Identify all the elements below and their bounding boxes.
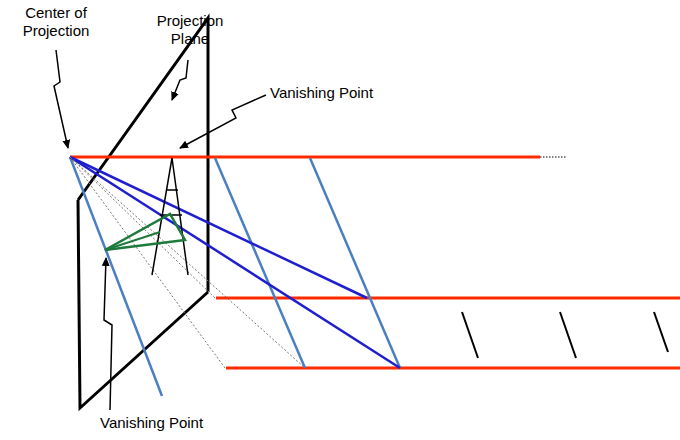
rail-tie [462, 312, 478, 358]
slanted-line [310, 158, 400, 368]
rail-tie [560, 312, 576, 358]
leader-arrow [172, 60, 188, 100]
dotted-extension [540, 156, 566, 158]
projector-line [70, 157, 225, 368]
projector-line [70, 157, 400, 368]
callout-label: Center of Projection [0, 4, 112, 40]
projector-line [70, 157, 367, 298]
leader-arrow [104, 258, 112, 410]
projected-slants [105, 214, 185, 250]
leader-arrow [180, 95, 266, 148]
red-line [226, 367, 680, 370]
callout-label: Vanishing Point [100, 414, 260, 432]
callout-label: Vanishing Point [270, 84, 430, 102]
red-line [216, 297, 680, 300]
rail-tie [654, 312, 668, 352]
callout-label: Projection Plane [140, 12, 240, 48]
projected-slants [105, 232, 160, 250]
red-line [70, 156, 540, 159]
leader-arrow [54, 50, 68, 148]
projector-line [70, 157, 215, 298]
